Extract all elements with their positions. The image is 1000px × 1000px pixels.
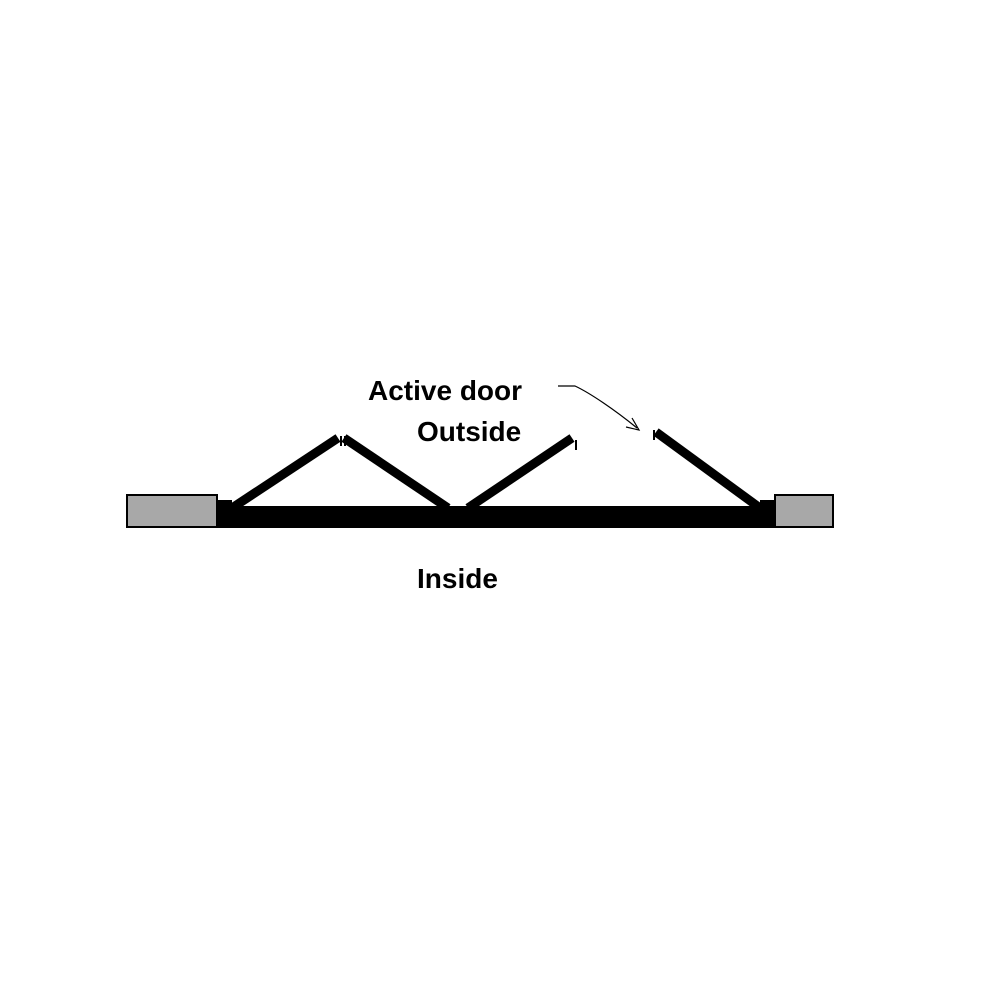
left-track-end: [218, 500, 232, 528]
left-wall-jamb: [126, 494, 218, 528]
active-door-label: Active door: [368, 375, 522, 406]
door-panel-3: [465, 434, 575, 512]
door-track: [218, 506, 775, 528]
leader-line: [558, 385, 638, 429]
door-panel-1: [229, 434, 341, 512]
door-panel-2: [341, 434, 451, 512]
inside-label: Inside: [417, 563, 498, 594]
right-wall-jamb: [774, 494, 834, 528]
active-door-panel: [653, 428, 763, 512]
right-track-end: [760, 500, 774, 528]
outside-label: Outside: [417, 416, 521, 447]
handle-mark-1: [340, 436, 346, 446]
leader-arrowhead-icon: [625, 417, 641, 431]
